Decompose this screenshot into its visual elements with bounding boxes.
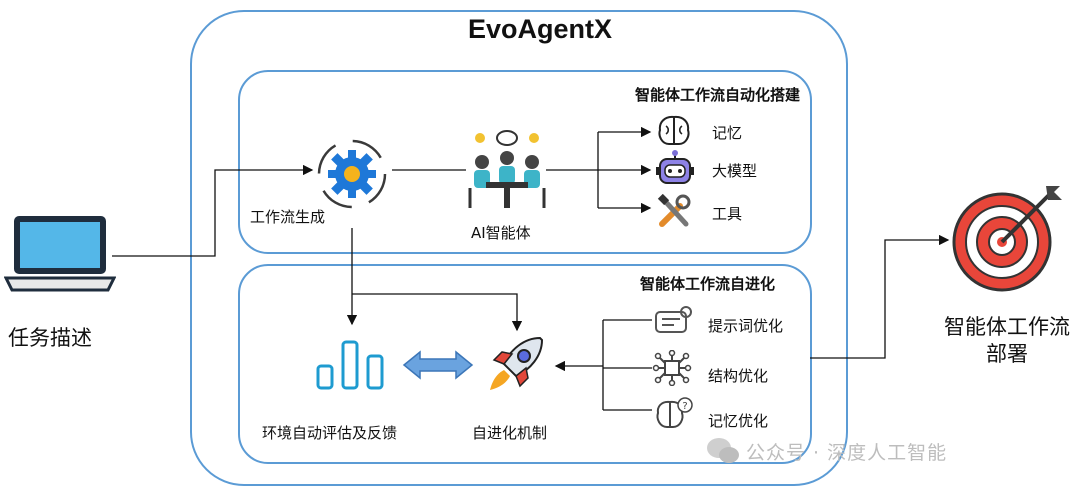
workflow-gear-icon — [317, 139, 387, 209]
construction-panel — [238, 70, 812, 254]
tools-icon — [657, 194, 691, 227]
prompt-optimization-label: 提示词优化 — [708, 317, 784, 335]
watermark: 公众号 · 深度人工智能 — [746, 442, 948, 464]
task-description-label: 任务描述 — [8, 326, 92, 350]
workflow-generation-label: 工作流生成 — [250, 208, 326, 226]
prompt-icon — [655, 306, 692, 333]
memory-question-icon: ? — [656, 397, 693, 428]
llm-label: 大模型 — [712, 162, 758, 180]
evolution-mechanism-label: 自进化机制 — [472, 424, 548, 442]
wechat-icon — [707, 438, 739, 463]
evolution-section-title: 智能体工作流自进化 — [639, 275, 775, 293]
brain-icon — [658, 115, 690, 145]
robot-icon — [656, 150, 694, 184]
laptop-icon — [4, 216, 116, 292]
tools-label: 工具 — [712, 205, 743, 223]
ai-agent-label: AI智能体 — [471, 224, 531, 242]
deploy-label-line1: 智能体工作流 — [944, 315, 1070, 339]
structure-icon — [652, 350, 692, 386]
memory-label: 记忆 — [712, 124, 743, 142]
evoagentx-frame — [190, 10, 848, 486]
deploy-label-line2: 部署 — [986, 342, 1028, 366]
structure-optimization-label: 结构优化 — [708, 367, 769, 385]
evolution-panel — [238, 264, 812, 464]
double-arrow-icon — [402, 350, 474, 380]
target-icon — [952, 186, 1062, 292]
memory-optimization-label: 记忆优化 — [708, 412, 769, 430]
env-evaluation-label: 环境自动评估及反馈 — [262, 424, 398, 442]
rocket-icon — [490, 336, 544, 390]
construction-section-title: 智能体工作流自动化搭建 — [634, 86, 800, 104]
bar-chart-icon — [316, 340, 384, 390]
diagram-title: EvoAgentX — [467, 14, 613, 44]
svg-text:?: ? — [682, 401, 687, 412]
ai-agent-team-icon — [468, 130, 546, 208]
